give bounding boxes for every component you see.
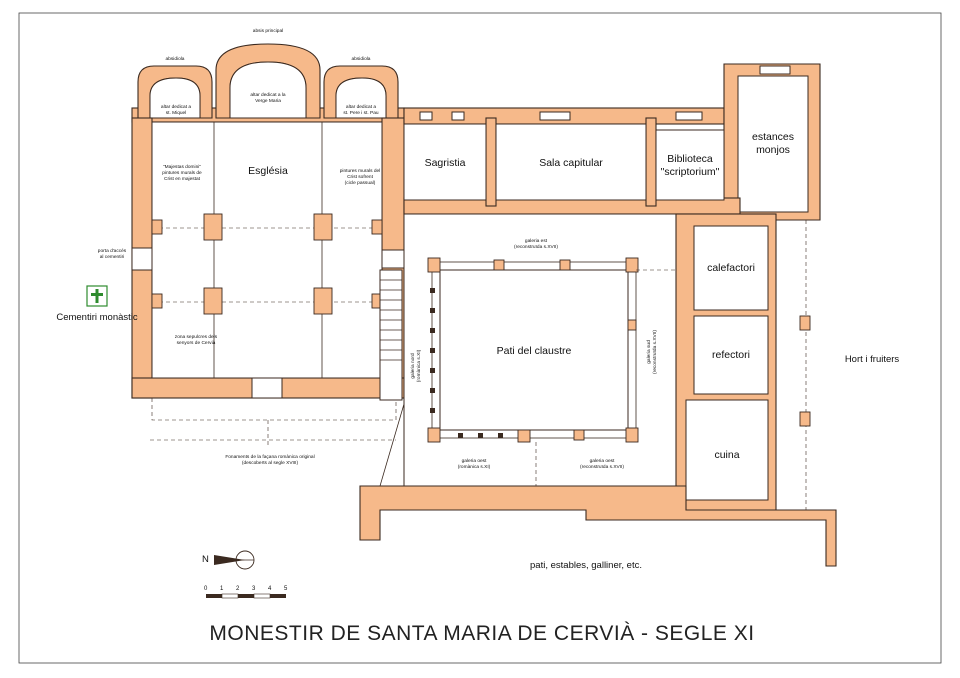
label-galeria-est: galeria est	[525, 238, 548, 244]
label-porta-cementiri: porta d'accés	[98, 248, 127, 254]
room-label-hort: Hort i fruiters	[845, 354, 900, 365]
scale-label: 0	[204, 586, 208, 592]
north-arrow-icon	[214, 550, 255, 570]
stairs	[379, 269, 403, 401]
label-galeria-oest-reconstruida: galeria oest	[590, 458, 615, 464]
label-galeria-sud: (reconstruïda s.XVII)	[652, 330, 658, 374]
label-sepulcres: zona sepulcres dels	[175, 334, 218, 340]
room-label-scriptorium: "scriptorium"	[661, 166, 720, 178]
scale-label: 1	[220, 586, 224, 592]
label-crist-sofrent: pintures murals del	[340, 168, 381, 174]
room-label-monjos: monjos	[756, 144, 790, 156]
north-label: N	[202, 554, 209, 565]
label-sepulcres: senyors de Cervià	[177, 340, 216, 346]
room-label-refectori: refectori	[712, 349, 750, 361]
cloister	[379, 213, 693, 487]
label-majestas: pintures murals de	[162, 170, 202, 176]
cross-icon	[86, 285, 108, 307]
label-galeria-est: (reconstruïda s.XVII)	[514, 244, 558, 250]
label-altar-maria: altar dedicat a la	[250, 92, 286, 98]
label-galeria-nord: (romànica s.XI)	[416, 349, 422, 382]
label-galeria-oest-romanica: galeria oest	[462, 458, 487, 464]
room-label-cementiri: Cementiri monàstic	[56, 312, 138, 323]
label-absidiola-right: absidiola	[352, 56, 371, 62]
scale-label: 3	[252, 586, 256, 592]
room-label-sala-capitular: Sala capitular	[539, 157, 603, 169]
room-label-esglesia: Església	[248, 165, 288, 177]
south-boundary-wall	[359, 485, 837, 567]
plan-title: MONESTIR DE SANTA MARIA DE CERVIÀ - SEGL…	[209, 622, 754, 645]
label-altar-miquel: st. Miquel	[166, 110, 187, 116]
label-altar-maria: Verge Maria	[255, 98, 281, 104]
room-label-calefactori: calefactori	[707, 262, 755, 274]
label-majestas: Crist en majestat	[164, 176, 201, 182]
label-galeria-nord: galeria nord	[410, 353, 416, 379]
label-porta-cementiri: al cementiri	[100, 254, 125, 260]
facade-foundations	[151, 398, 397, 421]
room-label-pati-estables: pati, estables, galliner, etc.	[530, 560, 642, 571]
label-galeria-oest-romanica: (romànica s.XI)	[458, 464, 491, 470]
room-label-cuina: cuina	[714, 449, 739, 461]
room-label-estances: estances	[752, 131, 794, 143]
label-fonaments: (descoberts al segle XVIII)	[242, 460, 299, 466]
label-altar-pere: st. Pere i st. Pau	[343, 110, 379, 116]
scale-label: 5	[284, 586, 288, 592]
label-absis-principal: absis principal	[253, 28, 283, 34]
label-absidiola-left: absidiola	[166, 56, 185, 62]
label-altar-pere: altar dedicat a	[346, 104, 376, 110]
label-galeria-oest-reconstruida: (reconstruïda s.XVII)	[580, 464, 624, 470]
page-frame	[18, 12, 942, 664]
scale-label: 2	[236, 586, 240, 592]
room-label-pati-claustre: Pati del claustre	[497, 345, 572, 357]
scale-bar	[206, 593, 286, 599]
label-fonaments: Fonaments de la façana romànica original	[225, 454, 314, 460]
label-crist-sofrent: Crist sofrent	[347, 174, 374, 180]
label-galeria-sud: galeria sud	[646, 340, 652, 364]
east-range	[403, 63, 821, 221]
label-altar-miquel: altar dedicat a	[161, 104, 191, 110]
scale-label: 4	[268, 586, 272, 592]
room-label-biblioteca: Biblioteca	[667, 153, 713, 165]
label-crist-sofrent: (cicle passual)	[345, 180, 376, 186]
room-label-sagristia: Sagristia	[425, 157, 466, 169]
label-majestas: "Majestas domini"	[163, 164, 201, 170]
south-range	[675, 213, 811, 513]
